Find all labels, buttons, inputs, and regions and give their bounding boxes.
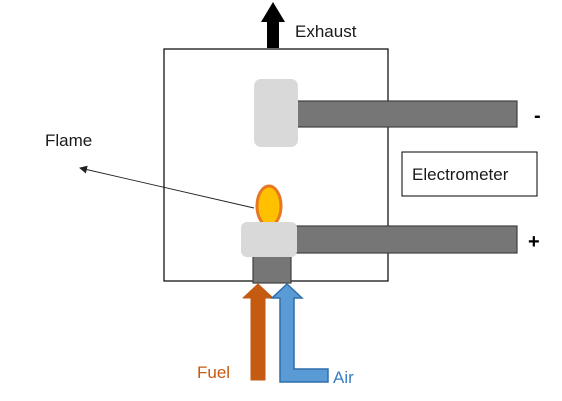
flame (255, 184, 283, 228)
fuel-label: Fuel (197, 363, 230, 382)
air-label: Air (333, 368, 354, 387)
bottom-electrode-insulator (241, 222, 297, 257)
top-electrode-rod (293, 100, 518, 128)
bottom-electrode-rod (293, 225, 518, 254)
top-electrode-insulator (254, 79, 298, 147)
electrometer-label: Electrometer (412, 165, 509, 184)
air-arrow (270, 282, 329, 383)
negative-terminal-sign: - (534, 105, 541, 127)
positive-terminal-sign: + (528, 231, 540, 253)
exhaust-arrow (261, 2, 285, 48)
electrometer-box (401, 151, 538, 197)
exhaust-label: Exhaust (295, 22, 357, 41)
fuel-arrow (242, 283, 274, 381)
flame-pointer-arrow (79, 165, 255, 209)
flame-label: Flame (45, 131, 92, 150)
